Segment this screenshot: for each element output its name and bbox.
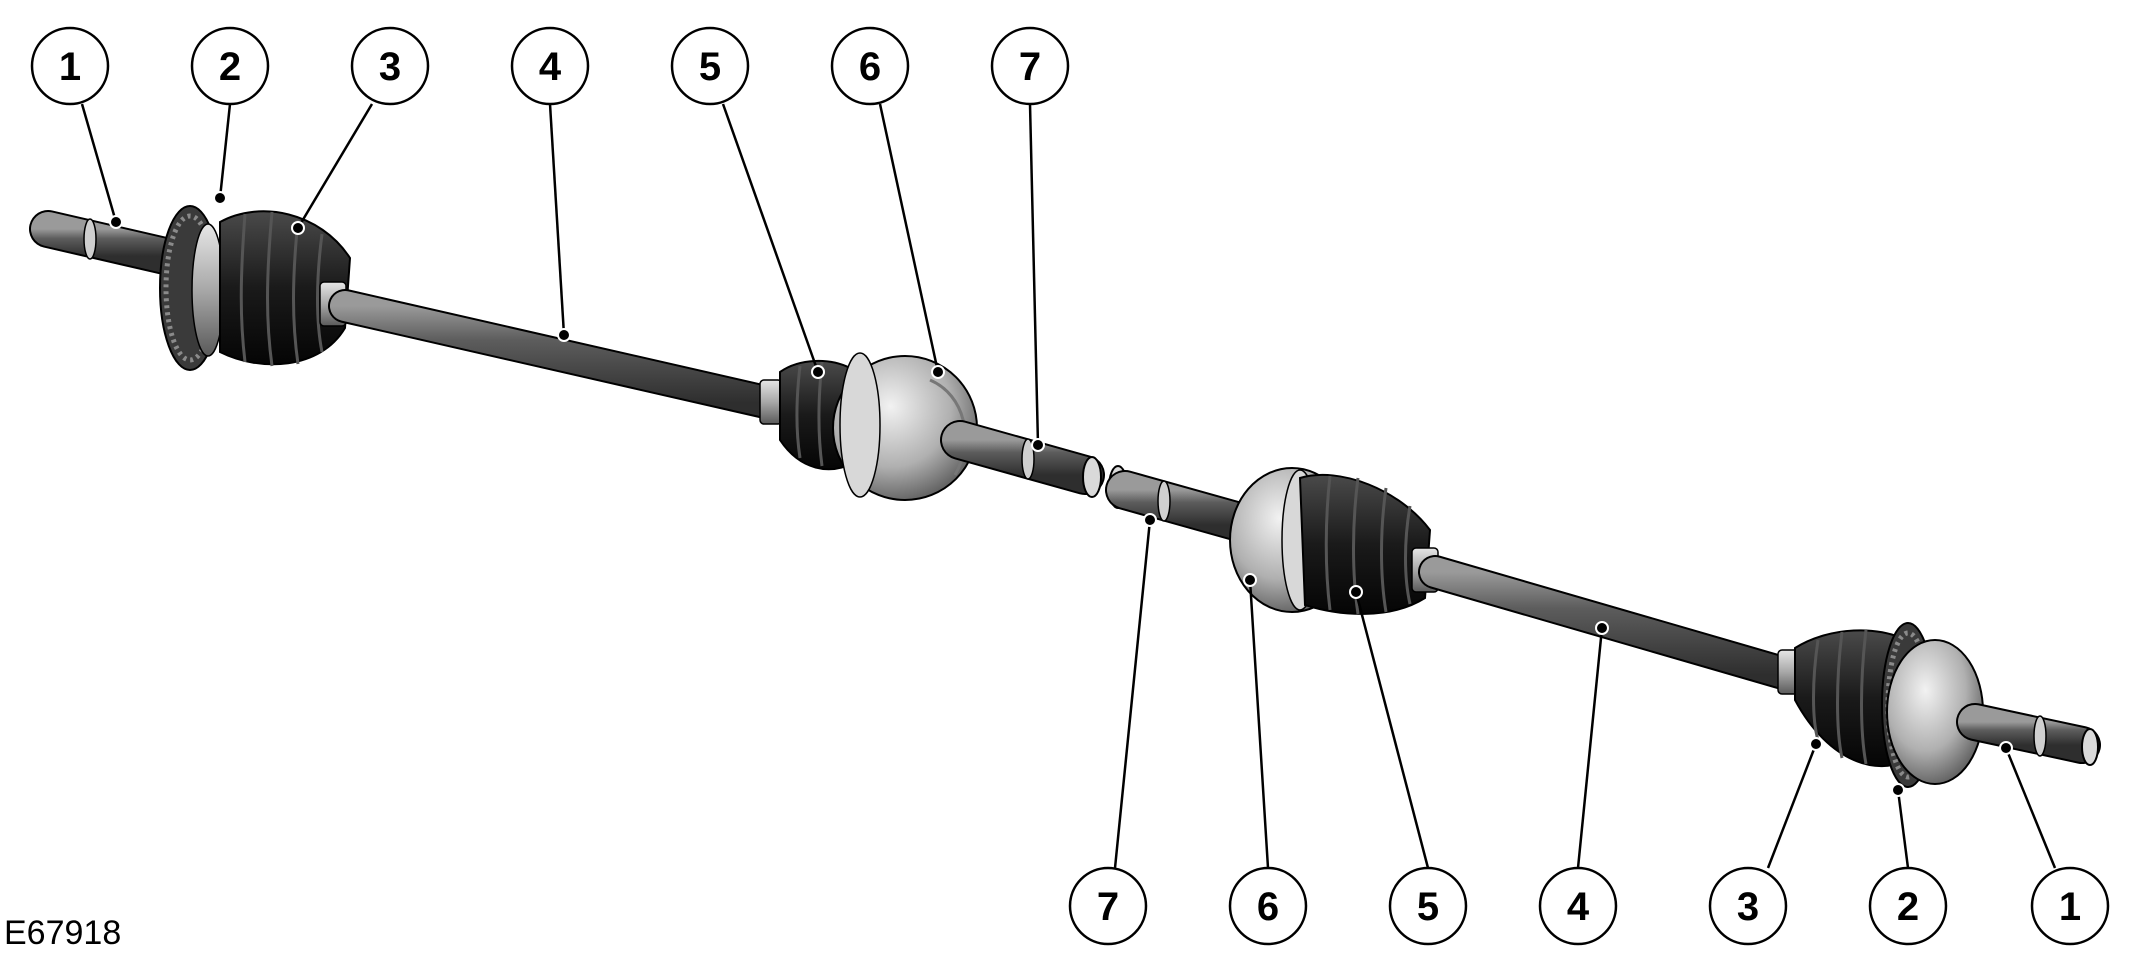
right-shaft-assembly [1105, 465, 2101, 788]
svg-text:5: 5 [1417, 885, 1439, 929]
callout-bottom-1: 1 [2030, 866, 2110, 946]
left-outer-cv-boot [219, 210, 352, 367]
callout-top-2: 2 [190, 26, 270, 106]
svg-text:7: 7 [1097, 885, 1119, 929]
right-outer-stub-shaft [1956, 703, 2101, 766]
callout-top-5: 5 [670, 26, 750, 106]
left-interconnecting-shaft [328, 289, 787, 420]
callout-bottom-7: 7 [1068, 866, 1148, 946]
callout-bottom-6: 6 [1228, 866, 1308, 946]
right-interconnecting-shaft [1418, 555, 1807, 692]
svg-text:4: 4 [1567, 885, 1590, 929]
leader-lines [80, 103, 2057, 869]
svg-text:6: 6 [1257, 885, 1279, 929]
callout-top-1: 1 [30, 26, 110, 106]
callout-top-3: 3 [350, 26, 430, 106]
right-inner-cv-boot [1298, 473, 1439, 615]
svg-text:3: 3 [379, 45, 401, 89]
figure-reference: E67918 [4, 914, 121, 952]
svg-text:2: 2 [219, 45, 241, 89]
callout-top-6: 6 [830, 26, 910, 106]
left-inner-cv-boot [759, 359, 857, 471]
svg-text:1: 1 [59, 45, 81, 89]
svg-text:2: 2 [1897, 885, 1919, 929]
svg-text:1: 1 [2059, 885, 2081, 929]
left-outer-stub-shaft [29, 210, 184, 275]
svg-text:6: 6 [859, 45, 881, 89]
callout-bottom-5: 5 [1388, 866, 1468, 946]
callout-top-7: 7 [990, 26, 1070, 106]
right-inner-stub-shaft [1105, 465, 1270, 545]
callout-top-4: 4 [510, 26, 590, 106]
callout-bottom-3: 3 [1708, 866, 1788, 946]
svg-text:7: 7 [1019, 45, 1041, 89]
left-inner-stub-shaft [940, 420, 1105, 498]
left-inner-cv-housing [832, 352, 978, 501]
left-outer-abs-ring [159, 205, 225, 371]
callout-bottom-2: 2 [1868, 866, 1948, 946]
left-shaft-assembly [29, 205, 1105, 501]
callouts-bottom: 7 6 5 4 3 2 1 [1068, 866, 2110, 946]
svg-text:3: 3 [1737, 885, 1759, 929]
svg-text:4: 4 [539, 45, 562, 89]
right-outer-cv-boot [1777, 629, 1906, 768]
callouts-top: 1 2 3 4 5 6 7 [30, 26, 1070, 106]
svg-text:5: 5 [699, 45, 721, 89]
callout-bottom-4: 4 [1538, 866, 1618, 946]
